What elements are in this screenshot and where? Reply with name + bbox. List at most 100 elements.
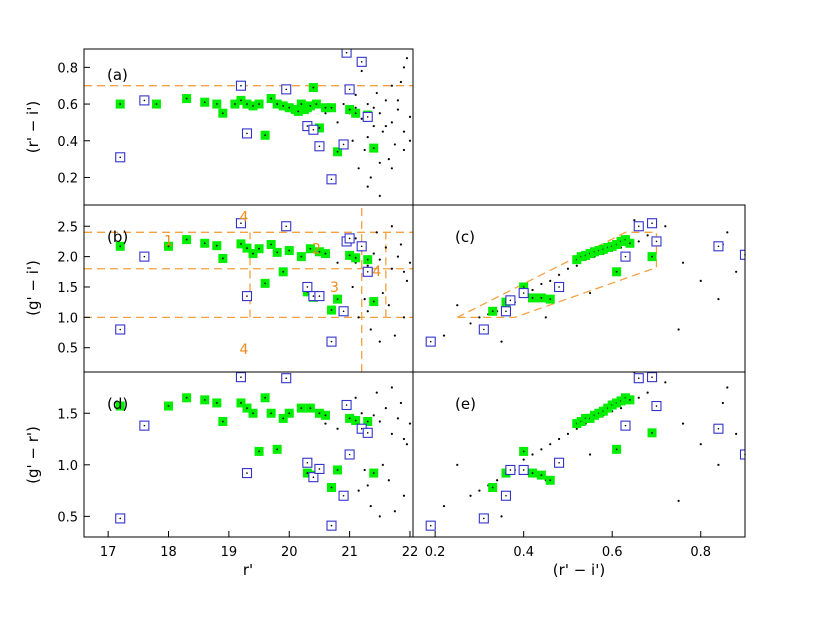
dot-point <box>456 304 459 307</box>
green-point-center <box>540 474 543 477</box>
blue-point-center <box>119 517 122 520</box>
green-point-center <box>240 242 242 245</box>
dot-point <box>402 270 406 273</box>
blue-point-center <box>558 286 560 288</box>
dot-point <box>408 261 412 264</box>
green-point-center <box>185 97 188 100</box>
xtick-label-d: 21 <box>341 545 358 560</box>
green-point-center <box>348 254 351 257</box>
dot-point <box>363 148 366 152</box>
green-point-center <box>336 150 339 153</box>
blue-point-center <box>558 461 560 464</box>
dot-point <box>390 225 393 228</box>
blue-point-center <box>624 255 627 258</box>
region-label: 4 <box>372 264 381 280</box>
green-point-center <box>246 103 248 105</box>
dot-point <box>390 386 393 389</box>
green-point-center <box>276 448 279 451</box>
green-point-center <box>276 103 279 105</box>
dot-point <box>360 117 363 120</box>
green-point-center <box>282 417 285 420</box>
dot-point <box>390 167 393 170</box>
dot-point <box>354 396 357 399</box>
dot-point <box>677 328 680 331</box>
dot-point <box>336 427 339 430</box>
dot-point <box>387 158 390 161</box>
region-label: 3 <box>330 280 339 296</box>
dot-point <box>496 479 499 482</box>
dot-point <box>726 231 729 234</box>
ytick-label-b: 2.5 <box>57 220 78 235</box>
ylabel-a: (r' − i') <box>24 101 42 153</box>
dot-point <box>363 298 366 301</box>
xtick-label-d: 19 <box>221 545 238 560</box>
dot-point <box>402 494 406 497</box>
dot-point <box>619 406 623 410</box>
dot-point <box>735 270 738 273</box>
green-point-center <box>203 398 206 401</box>
blue-point-center <box>143 255 146 258</box>
dot-point <box>500 340 503 343</box>
dot-point <box>575 427 578 430</box>
panel-label-d: (d) <box>107 395 128 413</box>
dot-point <box>478 489 481 492</box>
ytick-label-d: 1.5 <box>57 407 78 422</box>
dot-point <box>402 316 406 319</box>
green-point-center <box>336 298 339 301</box>
dot-point <box>366 185 369 188</box>
dot-point <box>664 225 667 228</box>
blue-point-center <box>306 461 309 464</box>
xlabel-e: (r' − i') <box>553 561 605 579</box>
green-point-center <box>312 86 315 89</box>
ytick-label-a: 0.2 <box>57 171 78 186</box>
green-point-center <box>348 108 351 111</box>
green-point-center <box>354 419 357 422</box>
dot-point <box>354 106 357 109</box>
green-point-center <box>119 103 122 105</box>
green-point-center <box>306 472 309 474</box>
green-point-center <box>185 396 188 399</box>
dot-point <box>637 240 640 243</box>
dot-point <box>357 489 360 492</box>
dot-point <box>378 420 381 423</box>
blue-point-center <box>330 178 333 181</box>
dot-point <box>366 102 369 106</box>
ytick-label-a: 0.4 <box>57 135 78 150</box>
dot-point <box>363 468 366 472</box>
green-point-center <box>155 103 158 105</box>
dot-point <box>402 130 406 133</box>
dot-point <box>378 340 381 343</box>
green-point-center <box>167 405 170 407</box>
dot-point <box>387 304 390 307</box>
green-point-center <box>203 101 206 104</box>
xlabel-d: r' <box>243 561 253 579</box>
dot-point <box>575 264 578 267</box>
green-point-center <box>491 310 494 313</box>
blue-point-center <box>429 524 432 527</box>
dot-point <box>384 406 387 410</box>
dot-point <box>402 66 406 69</box>
green-point-center <box>221 257 224 260</box>
blue-point-center <box>651 222 653 225</box>
blue-point-center <box>366 116 369 118</box>
region-label: 4 <box>240 342 249 358</box>
green-point-center <box>372 147 375 150</box>
ytick-label-b: 0.5 <box>57 342 78 357</box>
blue-point-center <box>318 145 321 148</box>
blue-point-center <box>306 286 309 288</box>
green-point-center <box>215 244 218 247</box>
green-point-center <box>330 486 333 489</box>
blue-point-center <box>717 427 720 430</box>
dot-point <box>393 334 396 337</box>
green-point-center <box>615 270 618 273</box>
dot-point <box>351 285 354 289</box>
ytick-label-d: 0.5 <box>57 510 78 525</box>
green-point-center <box>264 282 267 285</box>
green-point-center <box>300 255 303 258</box>
green-point-center <box>215 103 218 105</box>
dot-point <box>387 479 390 482</box>
blue-point-center <box>624 424 627 427</box>
blue-point-center <box>312 476 315 478</box>
dot-point <box>372 414 375 417</box>
dot-point <box>442 334 446 337</box>
